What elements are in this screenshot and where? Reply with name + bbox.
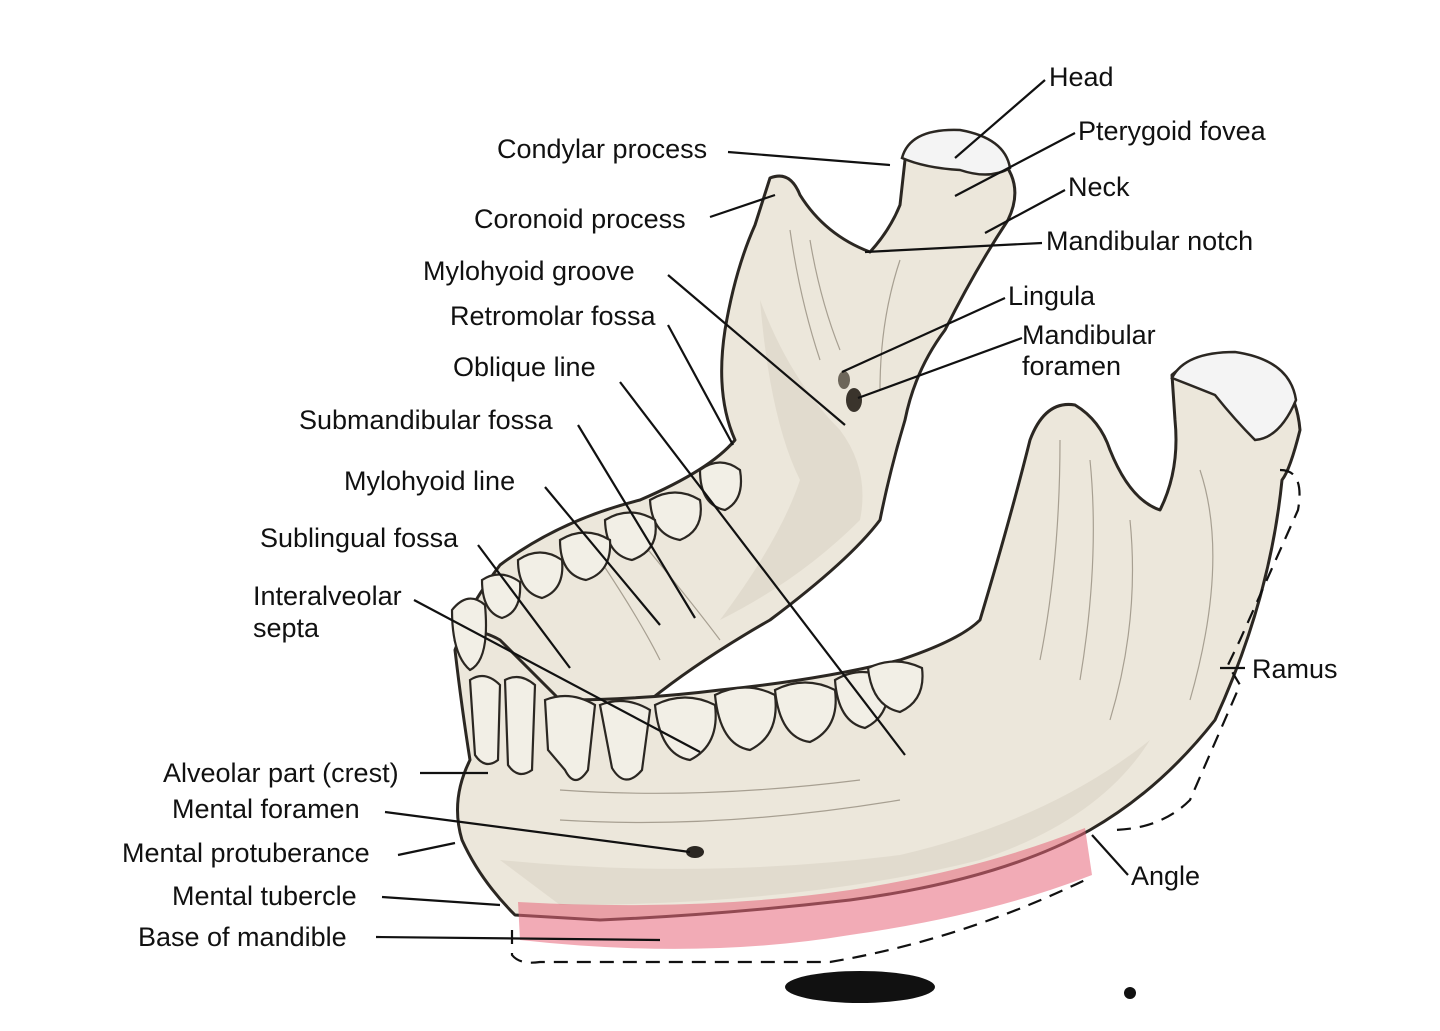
label-oblique-line: Oblique line (453, 352, 596, 382)
label-ramus: Ramus (1252, 654, 1338, 684)
label-mylohyoid-line: Mylohyoid line (344, 466, 515, 496)
label-base-of-mandible: Base of mandible (138, 922, 347, 952)
mandibular-foramen-hole (846, 388, 862, 412)
label-mental-protuberance: Mental protuberance (122, 838, 370, 868)
label-angle: Angle (1131, 861, 1200, 891)
label-interalveolar-septa-line2: septa (253, 613, 320, 643)
label-submandibular-fossa: Submandibular fossa (299, 405, 554, 435)
ink-blot (785, 971, 935, 1003)
label-mandibular-foramen-line2: foramen (1022, 351, 1121, 381)
label-head: Head (1049, 62, 1114, 92)
label-condylar-process: Condylar process (497, 134, 707, 164)
label-lingula: Lingula (1008, 281, 1096, 311)
label-mylohyoid-groove: Mylohyoid groove (423, 256, 635, 286)
label-interalveolar-septa-line1: Interalveolar (253, 581, 402, 611)
label-sublingual-fossa: Sublingual fossa (260, 523, 459, 553)
label-neck: Neck (1068, 172, 1130, 202)
label-retromolar-fossa: Retromolar fossa (450, 301, 657, 331)
label-coronoid-process: Coronoid process (474, 204, 686, 234)
ink-dot (1124, 987, 1136, 999)
label-pterygoid-fovea: Pterygoid fovea (1078, 116, 1267, 146)
label-mental-tubercle: Mental tubercle (172, 881, 357, 911)
label-mandibular-notch: Mandibular notch (1046, 226, 1253, 256)
label-mental-foramen: Mental foramen (172, 794, 360, 824)
label-mandibular-foramen-line1: Mandibular (1022, 320, 1156, 350)
label-alveolar-part: Alveolar part (crest) (163, 758, 399, 788)
